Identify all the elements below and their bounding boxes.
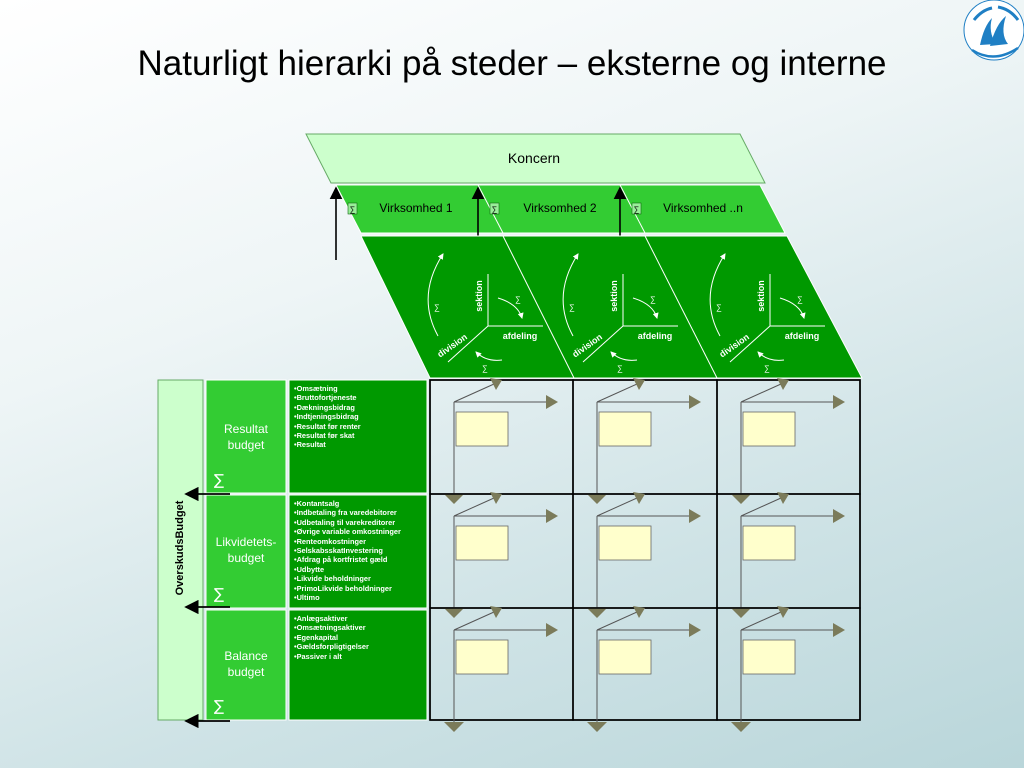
company-2-label: Virksomhed 2 (523, 201, 596, 215)
resultat-items-list: Omsætning Bruttofortjeneste Dækningsbidr… (294, 384, 361, 450)
list-item: Renteomkostninger (294, 537, 401, 546)
list-item: Afdrag på kortfristet gæld (294, 555, 401, 564)
list-item: Likvide beholdninger (294, 574, 401, 583)
balance-label-box (205, 609, 287, 721)
company-n-label: Virksomhed ..n (663, 201, 743, 215)
list-item: Gældsforpligtigelser (294, 642, 369, 651)
balance-sigma: ∑ (214, 697, 225, 715)
list-item: Anlægsaktiver (294, 614, 369, 623)
company-1-sigma: ∑ (350, 205, 356, 214)
likviditet-sigma: ∑ (214, 585, 225, 603)
list-item: Passiver i alt (294, 652, 369, 661)
afdeling-label: afdeling (638, 331, 673, 341)
list-item: Udbytte (294, 565, 401, 574)
list-item: Resultat før skat (294, 431, 361, 440)
grid-cell (429, 378, 574, 504)
resultat-label-box (205, 379, 287, 494)
overskudsbudget-label: OverskudsBudget (174, 500, 186, 596)
list-item: PrimoLikvide beholdninger (294, 584, 401, 593)
company-1: ∑ Virksomhed 1 (347, 201, 453, 215)
page-title: Naturligt hierarki på steder – eksterne … (137, 44, 887, 83)
company-1-label: Virksomhed 1 (379, 201, 452, 215)
list-item: Udbetaling til varekreditorer (294, 518, 401, 527)
list-item: SelskabsskatInvestering (294, 546, 401, 555)
resultat-sigma: ∑ (214, 471, 225, 489)
sigma-mark: ∑ (617, 364, 623, 373)
sigma-mark: ∑ (797, 295, 803, 304)
afdeling-label: afdeling (785, 331, 820, 341)
grid-cell (572, 606, 718, 732)
likviditet-budget-label: Likvidetets- budget (215, 535, 277, 565)
sigma-mark: ∑ (482, 364, 488, 373)
list-item: Kontantsalg (294, 499, 401, 508)
balance-budget-label: Balance budget (224, 649, 268, 679)
sigma-mark: ∑ (764, 364, 770, 373)
balance-items-list: Anlægsaktiver Omsætningsaktiver Egenkapi… (294, 614, 369, 661)
company-2: ∑ Virksomhed 2 (489, 201, 597, 215)
likviditet-label-box (205, 494, 287, 609)
list-item: Øvrige variable omkostninger (294, 527, 401, 536)
list-item: Bruttofortjeneste (294, 393, 361, 402)
sigma-mark: ∑ (434, 303, 440, 312)
company-n: ∑ Virksomhed ..n (631, 201, 743, 215)
company-2-sigma: ∑ (492, 205, 498, 214)
afdeling-label: afdeling (503, 331, 538, 341)
grid-cell (572, 492, 718, 618)
list-item: Resultat (294, 440, 361, 449)
aalborg-university-seal-icon (963, 0, 1024, 61)
sektion-label: sektion (756, 280, 766, 312)
grid-cell (716, 378, 861, 504)
sigma-mark: ∑ (569, 303, 575, 312)
grid-cell (429, 492, 574, 618)
koncern-label: Koncern (508, 150, 560, 166)
list-item: Omsætningsaktiver (294, 623, 369, 632)
list-item: Egenkapital (294, 633, 369, 642)
likviditet-items-list: Kontantsalg Indbetaling fra varedebitore… (294, 499, 401, 602)
grid-cell (716, 492, 861, 618)
sigma-mark: ∑ (515, 295, 521, 304)
grid-cell (716, 606, 861, 732)
grid-cell (429, 606, 574, 732)
grid-cell (572, 378, 718, 504)
sigma-mark: ∑ (716, 303, 722, 312)
list-item: Indbetaling fra varedebitorer (294, 508, 401, 517)
list-item: Omsætning (294, 384, 361, 393)
resultat-budget-label: Resultat budget (223, 422, 269, 452)
koncern-band (305, 133, 766, 184)
company-band (335, 184, 786, 234)
overskudsbudget-column (157, 379, 204, 721)
company-n-sigma: ∑ (634, 205, 640, 214)
sektion-label: sektion (474, 280, 484, 312)
sigma-mark: ∑ (650, 295, 656, 304)
list-item: Indtjeningsbidrag (294, 412, 361, 421)
list-item: Resultat før renter (294, 422, 361, 431)
list-item: Dækningsbidrag (294, 403, 361, 412)
sektion-label: sektion (609, 280, 619, 312)
list-item: Ultimo (294, 593, 401, 602)
